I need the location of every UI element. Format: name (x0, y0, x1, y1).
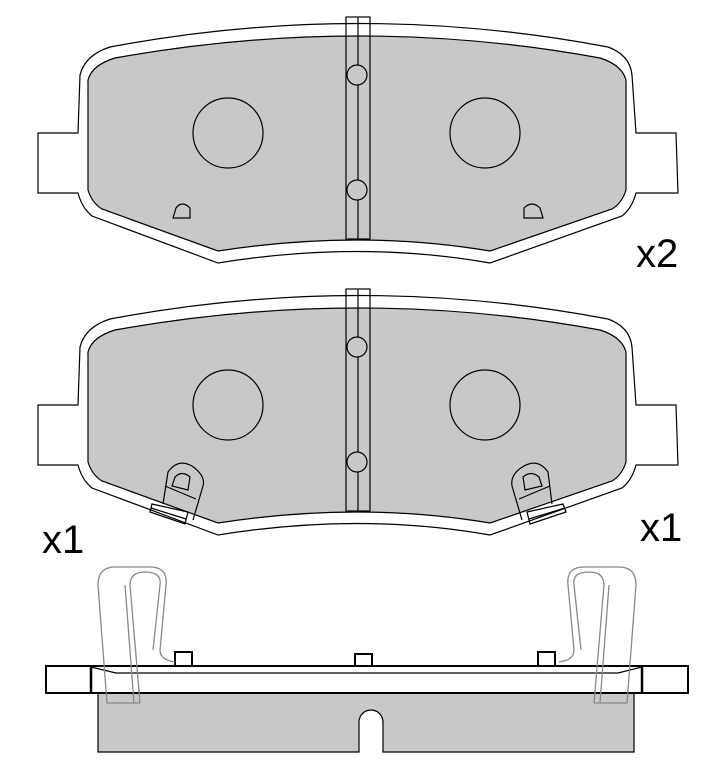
quantity-label: x2 (636, 232, 678, 276)
rivet-hole (346, 64, 368, 86)
spring-clip-left (97, 566, 176, 704)
wear-tab (523, 203, 544, 219)
shim-tab (537, 651, 556, 667)
top-brake-pad (37, 16, 679, 264)
middle-brake-pad (37, 288, 679, 536)
wear-tab (172, 203, 191, 219)
quantity-label: x1 (42, 518, 84, 562)
wear-indicator-right (511, 462, 567, 525)
shim-tab (174, 651, 193, 667)
side-view-pad-with-clips (45, 566, 689, 753)
shim-tab (354, 653, 373, 667)
quantity-label: x1 (640, 506, 682, 550)
rivet-hole (346, 451, 368, 473)
rivet-hole (346, 336, 368, 358)
friction-material-side (97, 692, 635, 753)
backing-plate-side (45, 665, 689, 694)
wear-indicator-left (149, 462, 205, 525)
rivet-hole (346, 179, 368, 201)
spring-clip-right (558, 566, 637, 704)
